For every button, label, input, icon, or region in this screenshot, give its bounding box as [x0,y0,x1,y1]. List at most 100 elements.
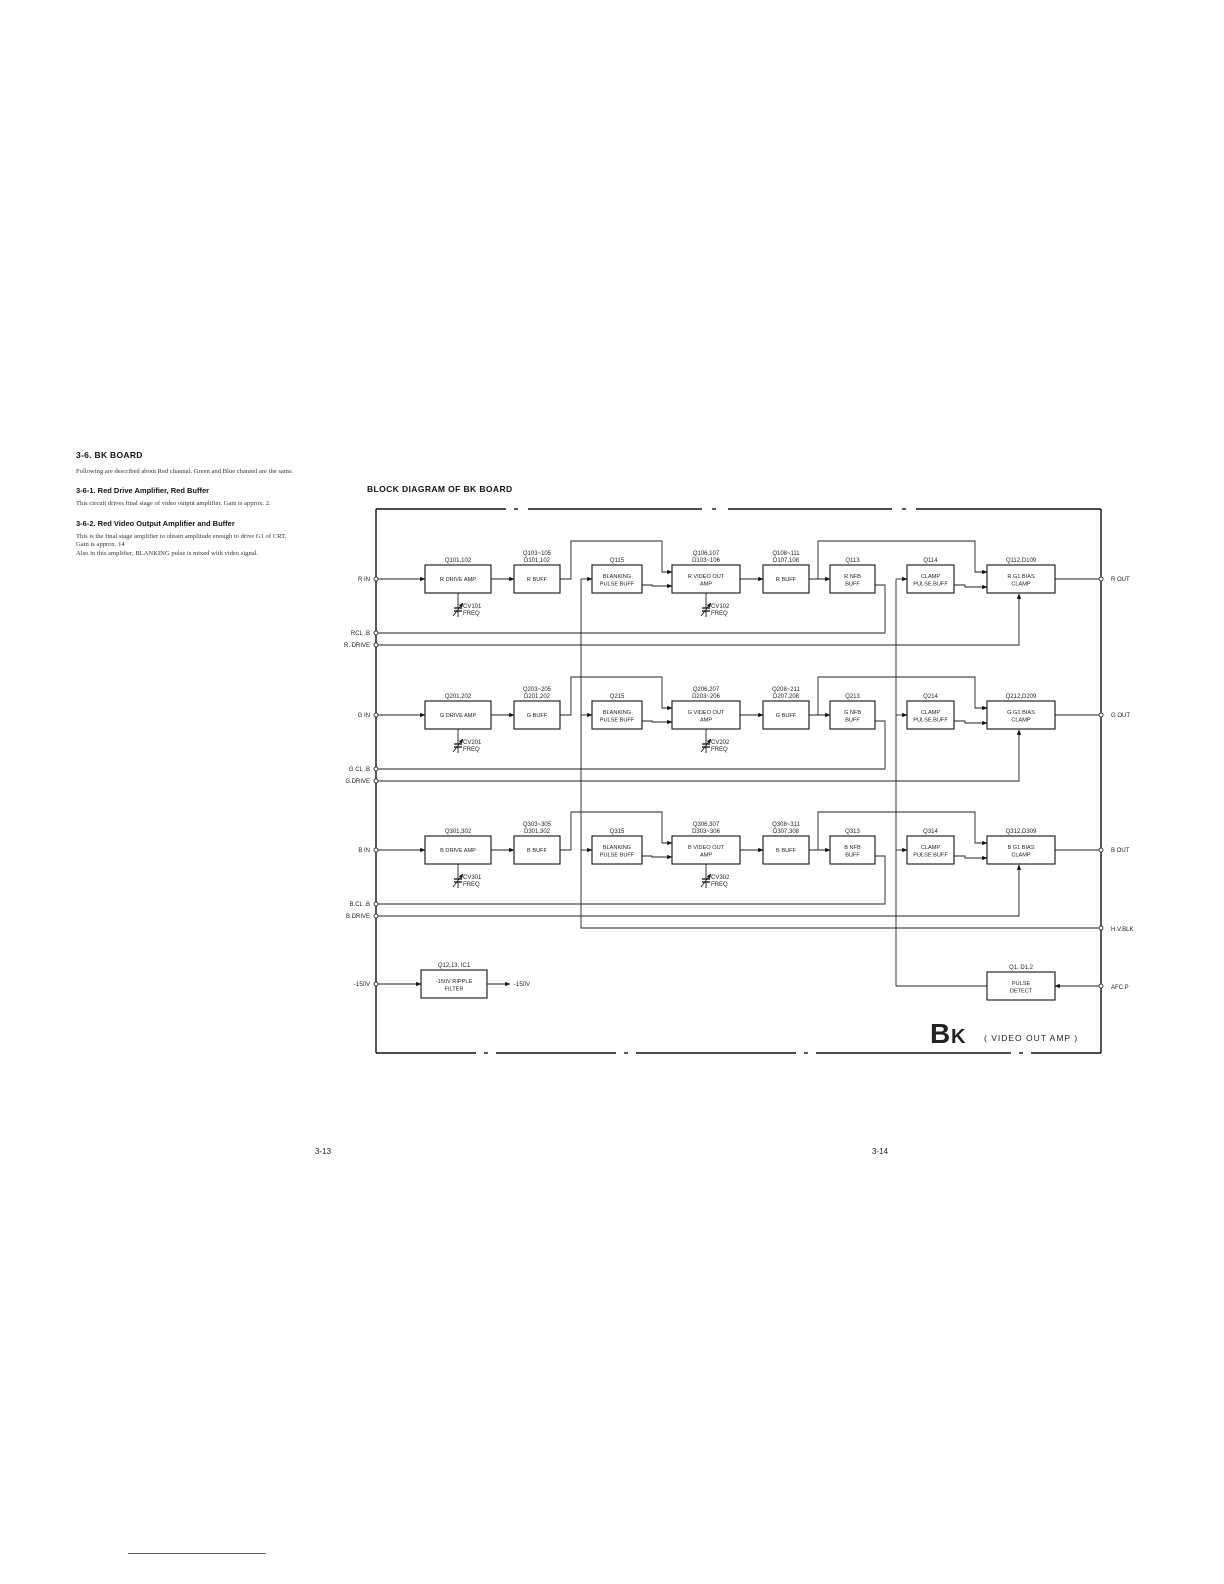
r-clamp-pulse-buff-label-1: CLAMP [921,574,941,580]
subsection-2-body-3: Also in this amplifier, BLANKING pulse i… [76,549,259,557]
g-nfb-buff-ref: Q213 [845,694,860,700]
b-g1-bias-clamp-box [986,835,1056,865]
r-clamp-pulse-buff-label-2: PULSE BUFF [913,582,948,588]
g-clamp-pulse-buff-ref: Q214 [923,694,938,700]
board-id-letter-b: B [930,1018,950,1049]
g-blk-to-video-wire [642,719,673,725]
board-id-subtitle: ( VIDEO OUT AMP ) [984,1033,1078,1043]
g-clamp-pulse-buff-box [906,700,955,730]
r-cv1-name: CV101 [463,604,482,610]
v150-in-terminal [373,981,379,987]
g-buff-ref-2: D201,202 [524,694,551,700]
r-output-buff-ref-2: D107,108 [773,558,800,564]
b-nfb-buff-label-1: B NFB [844,845,861,851]
b-video-out-amp-ref-2: D303~306 [692,829,721,835]
b-clamp-pulse-buff-box [906,835,955,865]
r-nfb-buff-box [829,564,876,594]
g-buff-ref-1: Q203~205 [523,687,552,693]
g-cv1-label: FREQ [463,747,480,753]
ripple-filter-label-2: FILTER [445,987,464,993]
b-video-out-amp-box [671,835,741,865]
subsection-2-title: 3-6-2. Red Video Output Amplifier and Bu… [76,518,235,528]
r-clamp-pulse-buff-ref: Q114 [923,558,938,564]
g-cv2-trimmer-icon [700,738,712,753]
r-out-to-bias-wire [817,540,988,579]
r-cv1-trimmer-icon [452,602,464,617]
r-nfb-buff-ref: Q113 [845,558,860,564]
r-buff-label: R BUFF [527,577,548,583]
r-output-buff-label: R BUFF [776,577,797,583]
ripple-filter-label-1: -150V RIPPLE [436,979,473,985]
b-bcl_b-label: B.CL .B [350,902,370,908]
b-output-buff-box [762,835,810,865]
b-blanking-pulse-buff-ref: Q315 [610,829,625,835]
r-cv2-trimmer-icon [700,602,712,617]
g-output-buff-label: G BUFF [776,713,797,719]
b-cv2-trimmer-icon [700,873,712,888]
r-out-label: R OUT [1111,577,1130,583]
g-cv2-name: CV202 [711,740,730,746]
r-video-out-amp-box [671,564,741,594]
b-cv2-name: CV302 [711,875,730,881]
g-clamp-to-bias-wire [954,720,988,726]
g-drive-ctrl-wire [378,729,1022,782]
b-clamp-pulse-buff-ref: Q314 [923,829,938,835]
r-cv1-label: FREQ [463,611,480,617]
b-out-to-bias-wire [817,811,988,850]
b-output-buff-ref-2: D307,308 [773,829,800,835]
g-blanking-pulse-buff-label-2: PULSE BUFF [600,718,635,724]
r-drive-amp-label: R DRIVE AMP [440,577,476,583]
r-blanking-pulse-buff-ref: Q115 [610,558,625,564]
g-video-out-amp-label-1: G VIDEO OUT [688,710,725,716]
g-nfb-buff-box [829,700,876,730]
r-video-out-amp-label-1: R VIDEO OUT [688,574,725,580]
b-nfb-buff-box [829,835,876,865]
b-b_drive-label: B.DRIVE [346,914,370,920]
r-blk-to-video-wire [642,583,673,589]
g-in-label: G IN [358,713,370,719]
pulse-detect-ref: Q1, D1,2 [1009,965,1034,971]
r-video-out-amp-ref-2: D103~106 [692,558,721,564]
r-buff-ref-2: D101,102 [524,558,551,564]
hv-blk-bus-wire [580,579,1099,929]
b-cv1-name: CV301 [463,875,482,881]
g-clamp-pulse-buff-label-1: CLAMP [921,710,941,716]
g-blanking-pulse-buff-box [591,700,643,730]
g-out-label: G OUT [1111,713,1130,719]
b-blk-to-video-wire [642,854,673,860]
g-g_drive-label: G.DRIVE [345,779,370,785]
b-nfb-buff-label-2: BUFF [845,853,860,859]
afc-p-label: AFC.P [1111,985,1129,991]
page-number-right: 3-14 [872,1147,889,1156]
r-buff-to-video-wire [560,540,673,580]
b-blanking-pulse-buff-label-1: BLANKING [603,845,631,851]
b-clamp-pulse-buff-label-1: CLAMP [921,845,941,851]
g-output-buff-box [762,700,810,730]
hv-blk-label: H.V.BLK [1111,927,1133,933]
g-in-terminal [373,712,379,718]
b-blanking-pulse-buff-box [591,835,643,865]
pulse-detect-label-1: PULSE [1012,981,1031,987]
g-g_drive-terminal [373,778,379,784]
r-blanking-pulse-buff-label-1: BLANKING [603,574,631,580]
b-drive-ctrl-wire [378,864,1022,917]
g-video-out-amp-box [671,700,741,730]
g-cv1-name: CV201 [463,740,482,746]
hv-blk-terminal [1098,925,1104,931]
b-output-buff-ref-1: Q308~311 [772,822,800,828]
b-b_drive-terminal [373,913,379,919]
r-video-out-amp-ref-1: Q106,107 [693,551,720,557]
g-g1-bias-clamp-ref: Q212,D209 [1006,694,1037,700]
b-video-out-amp-ref-1: Q306,307 [693,822,720,828]
r-in-label: R IN [358,577,370,583]
ripple-filter-ref: Q12,13, IC1 [438,963,471,969]
r-buff-ref-1: Q103~105 [523,551,552,557]
b-buff-ref-2: D301,302 [524,829,551,835]
subsection-2-body-1: This is the final stage amplifier to obt… [76,532,287,540]
r-out-terminal [1098,576,1104,582]
g-cv1-trimmer-icon [452,738,464,753]
b-g1-bias-clamp-label-1: B G1 BIAS [1007,845,1034,851]
b-bcl_b-terminal [373,901,379,907]
subsection-1-title: 3-6-1. Red Drive Amplifier, Red Buffer [76,486,210,496]
g-video-out-amp-ref-2: D203~206 [692,694,721,700]
